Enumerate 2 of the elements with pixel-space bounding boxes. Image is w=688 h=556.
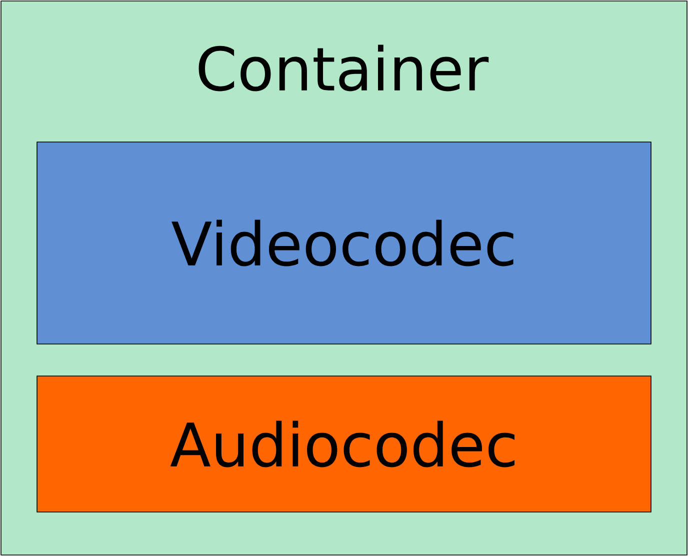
codec-box: Videocodec <box>36 142 652 344</box>
codec-box: Audiocodec <box>36 376 652 512</box>
